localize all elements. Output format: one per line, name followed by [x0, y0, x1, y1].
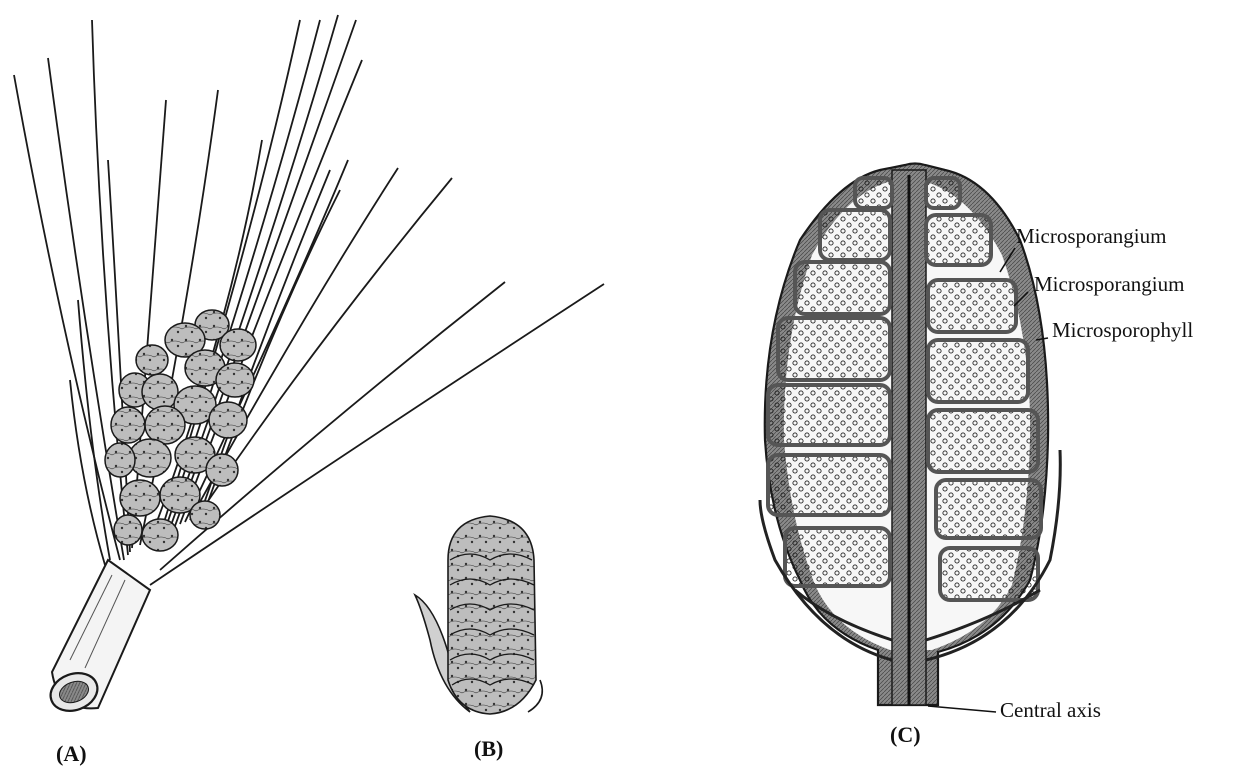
panel-b-label: (B)	[474, 736, 503, 762]
callout-microsporophyll: Microsporophyll	[1052, 318, 1193, 343]
callout-microsporangium-1: Microsporangium	[1016, 224, 1166, 249]
stem	[45, 560, 150, 717]
panel-b-cone	[415, 516, 542, 714]
male-cone-cluster	[105, 310, 256, 551]
panel-a-label: (A)	[56, 741, 87, 767]
needles	[14, 15, 604, 585]
panel-c-label: (C)	[890, 722, 921, 748]
callout-microsporangium-2: Microsporangium	[1034, 272, 1184, 297]
callout-central-axis: Central axis	[1000, 698, 1101, 723]
